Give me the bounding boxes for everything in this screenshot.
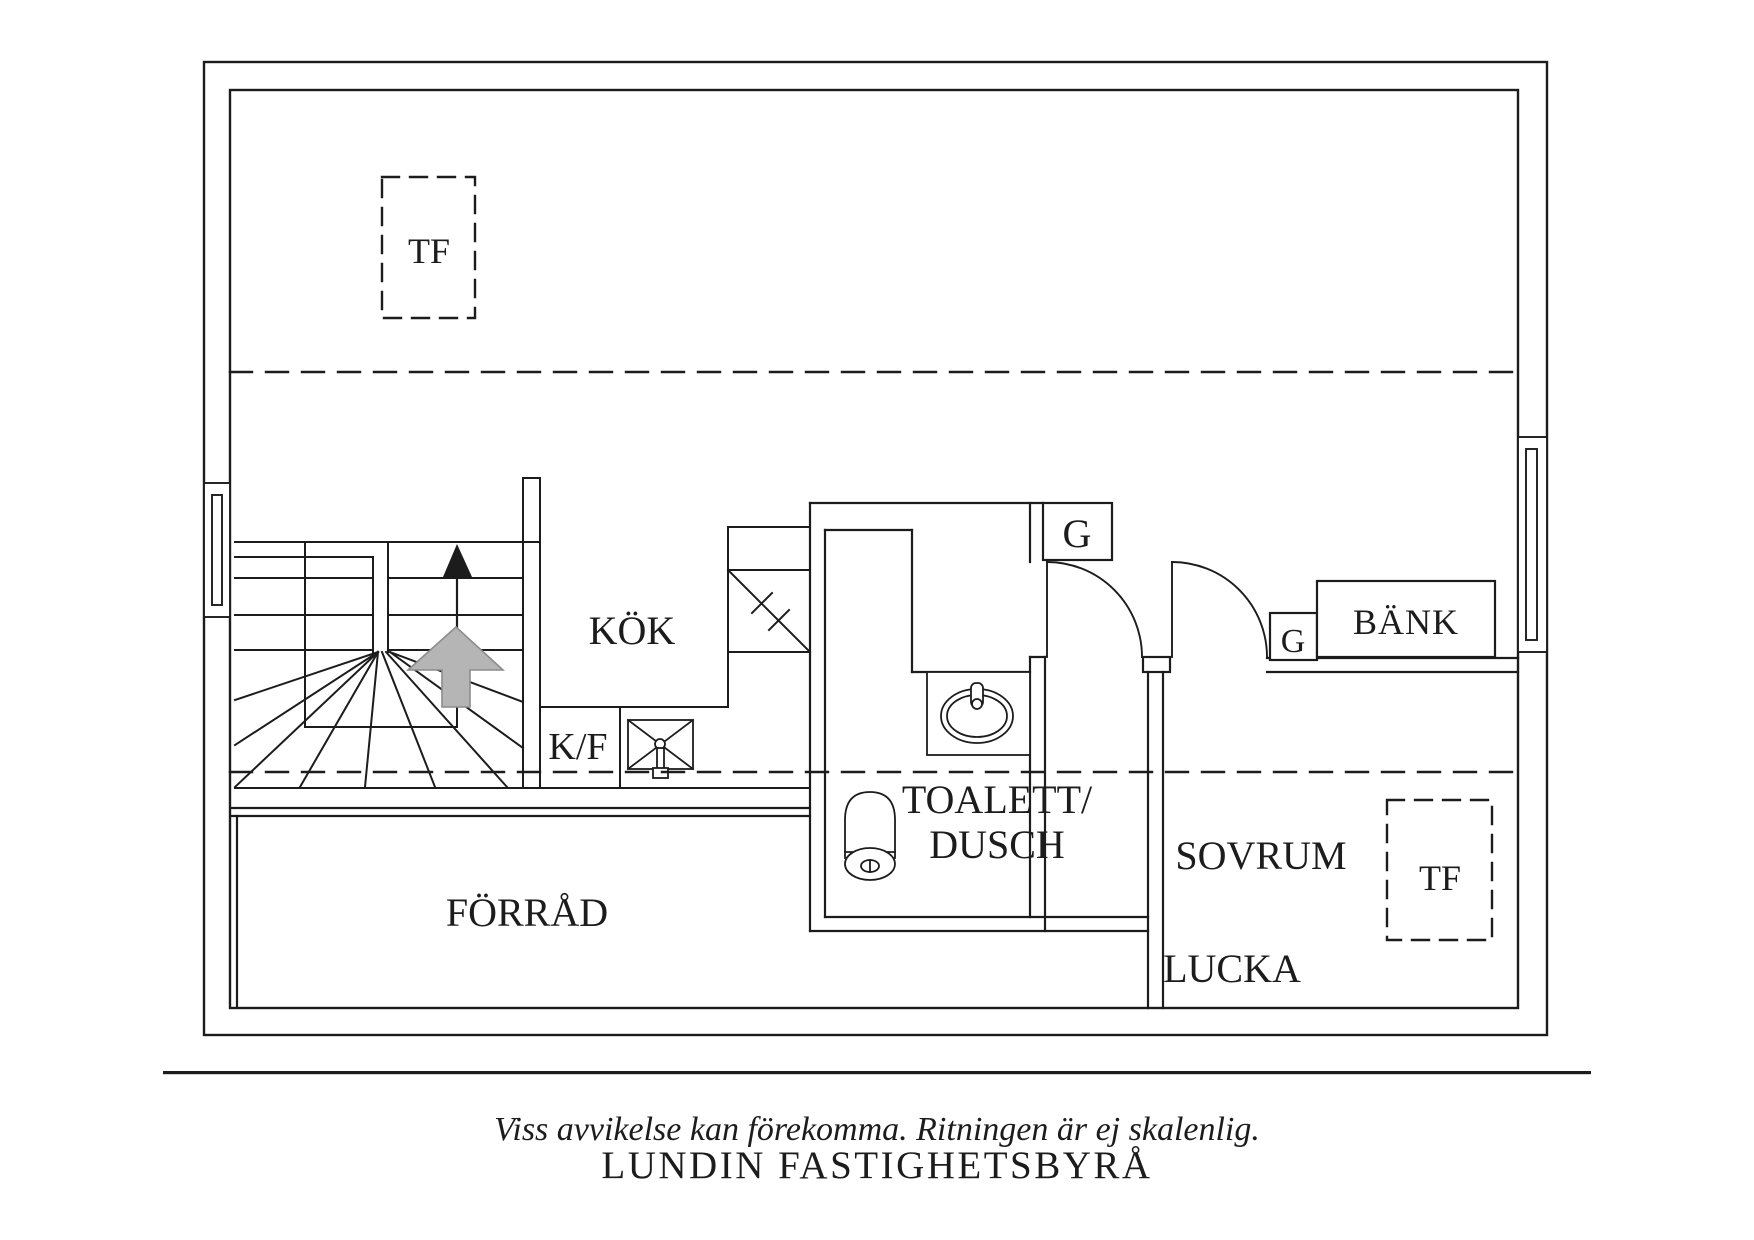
kitchen-sink-icon xyxy=(626,718,695,779)
footer: Viss avvikelse kan förekomma. Ritningen … xyxy=(163,1071,1591,1187)
footer-disclaimer: Viss avvikelse kan förekomma. Ritningen … xyxy=(494,1111,1260,1148)
footer-rule xyxy=(163,1071,1591,1075)
window-left xyxy=(203,482,231,618)
kitchen-counter xyxy=(539,651,729,789)
bedroom-door xyxy=(1171,561,1268,658)
skylight-box-sovrum xyxy=(1385,798,1494,942)
staircase xyxy=(233,477,811,789)
outer-wall xyxy=(202,60,1549,1037)
skylight-box-top xyxy=(380,175,477,320)
label-tf-top: TF xyxy=(408,231,450,271)
label-toalett-2: DUSCH xyxy=(929,822,1065,867)
storage-room-walls xyxy=(230,806,812,1008)
label-bank: BÄNK xyxy=(1353,602,1459,642)
skylights xyxy=(380,175,1494,942)
label-kok: KÖK xyxy=(589,608,676,653)
bathroom-door xyxy=(1046,561,1143,658)
window-right xyxy=(1517,436,1548,653)
label-forrad: FÖRRÅD xyxy=(446,890,608,935)
building-outline xyxy=(202,60,1549,1037)
label-tf-sovrum: TF xyxy=(1419,858,1461,898)
bench-box xyxy=(1315,579,1497,659)
storage-boxes xyxy=(1041,501,1497,662)
stair-up-arrow-large xyxy=(405,625,506,708)
label-lucka: LUCKA xyxy=(1163,946,1301,991)
chimney-shaft-icon xyxy=(726,526,812,654)
doors xyxy=(1046,561,1268,674)
ceiling-lines xyxy=(228,370,1520,774)
label-toalett-1: TOALETT/ xyxy=(902,777,1093,822)
door-post xyxy=(1141,655,1172,674)
footer-agency: LUNDIN FASTIGHETSBYRÅ xyxy=(601,1144,1152,1187)
bathroom-vanity xyxy=(926,671,1031,756)
toilet-icon xyxy=(844,791,896,881)
wardrobe-box-bathroom xyxy=(1041,501,1114,562)
label-sovrum: SOVRUM xyxy=(1175,833,1346,878)
wardrobe-box-sovrum xyxy=(1268,611,1319,662)
windows xyxy=(203,436,1548,653)
winder-treads xyxy=(233,650,525,789)
label-kf: K/F xyxy=(548,726,607,768)
label-g-bathroom: G xyxy=(1063,511,1092,556)
label-g-sovrum: G xyxy=(1281,623,1306,660)
